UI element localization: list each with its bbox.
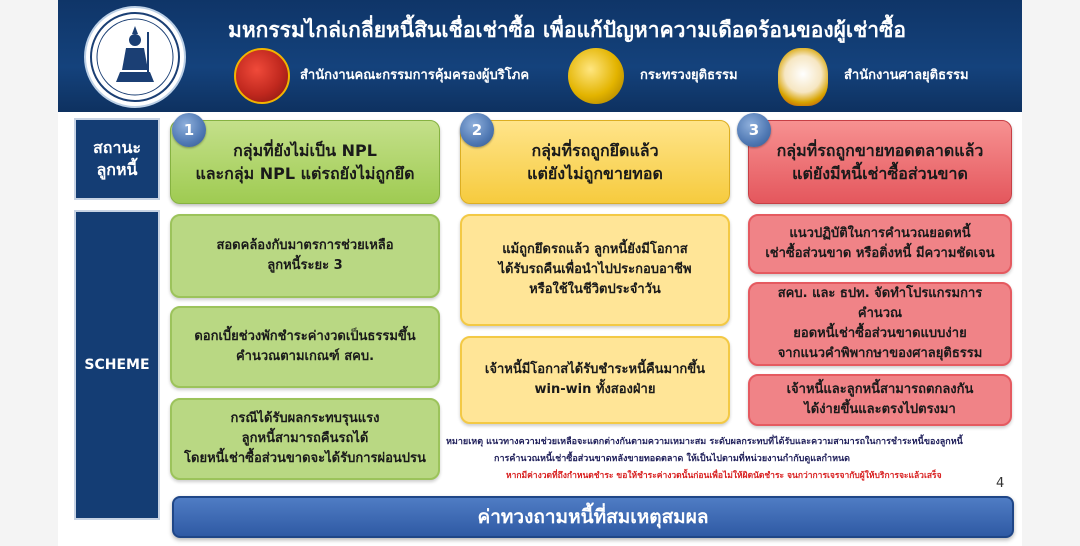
ocpb-seal-icon xyxy=(234,48,290,104)
group-1-scheme-1: สอดคล้องกับมาตรการช่วยเหลือ ลูกหนี้ระยะ … xyxy=(170,214,440,298)
status-label: สถานะ ลูกหนี้ xyxy=(74,118,160,200)
footer-banner: ค่าทวงถามหนี้ที่สมเหตุสมผล xyxy=(172,496,1014,538)
agency-name: สำนักงานคณะกรรมการคุ้มครองผู้บริโภค xyxy=(300,68,530,83)
agency-ministry-of-justice: กระทรวงยุติธรรม xyxy=(568,46,768,106)
ministry-of-justice-seal-icon xyxy=(568,48,624,104)
group-3-title: กลุ่มที่รถถูกขายทอดตลาดแล้ว แต่ยังมีหนี้… xyxy=(748,120,1012,204)
group-1-title: กลุ่มที่ยังไม่เป็น NPL และกลุ่ม NPL แต่ร… xyxy=(170,120,440,204)
agency-name: กระทรวงยุติธรรม xyxy=(640,68,738,83)
group-3-scheme-3: เจ้าหนี้และลูกหนี้สามารถตกลงกัน ได้ง่ายข… xyxy=(748,374,1012,426)
group-1-scheme-3: กรณีได้รับผลกระทบรุนแรง ลูกหนี้สามารถคืน… xyxy=(170,398,440,480)
remark-note: หมายเหตุ แนวทางความช่วยเหลือจะแตกต่างกัน… xyxy=(446,434,1020,484)
group-2-scheme-2: เจ้าหนี้มีโอกาสได้รับชำระหนี้คืนมากขึ้น … xyxy=(460,336,730,424)
header-title: มหกรรมไกล่เกลี่ยหนี้สินเชื่อเช่าซื้อ เพื… xyxy=(228,18,906,42)
group-2-title: กลุ่มที่รถถูกยึดแล้ว แต่ยังไม่ถูกขายทอด xyxy=(460,120,730,204)
group-3-number-badge: 3 xyxy=(737,113,771,147)
group-3-scheme-1: แนวปฏิบัติในการคำนวณยอดหนี้ เช่าซื้อส่วน… xyxy=(748,214,1012,274)
slide: มหกรรมไกล่เกลี่ยหนี้สินเชื่อเช่าซื้อ เพื… xyxy=(58,0,1022,546)
status-label-text: สถานะ ลูกหนี้ xyxy=(93,138,141,179)
scheme-label: SCHEME xyxy=(74,210,160,520)
agency-name: สำนักงานศาลยุติธรรม xyxy=(844,68,969,83)
group-2-scheme-1: แม้ถูกยึดรถแล้ว ลูกหนี้ยังมีโอกาส ได้รับ… xyxy=(460,214,730,326)
bank-of-thailand-logo-icon xyxy=(84,6,186,108)
group-1-number-badge: 1 xyxy=(172,113,206,147)
header-banner: มหกรรมไกล่เกลี่ยหนี้สินเชื่อเช่าซื้อ เพื… xyxy=(58,0,1022,112)
remark-line-1: หมายเหตุ แนวทางความช่วยเหลือจะแตกต่างกัน… xyxy=(446,437,963,447)
agency-office-of-courts: สำนักงานศาลยุติธรรม xyxy=(778,46,1018,106)
group-1-scheme-2: ดอกเบี้ยช่วงพักชำระค่างวดเป็นธรรมขึ้น คำ… xyxy=(170,306,440,388)
remark-line-2: การคำนวณหนี้เช่าซื้อส่วนขาดหลังขายทอดตลา… xyxy=(494,454,850,465)
office-of-courts-seal-icon xyxy=(778,48,828,106)
remark-warning-line: หากมีค่างวดที่ถึงกำหนดชำระ ขอให้ชำระค่าง… xyxy=(506,471,942,482)
agency-ocpb: สำนักงานคณะกรรมการคุ้มครองผู้บริโภค xyxy=(234,46,529,106)
page-number: 4 xyxy=(996,476,1005,491)
group-2-number-badge: 2 xyxy=(460,113,494,147)
group-3-scheme-2: สคบ. และ ธปท. จัดทำโปรแกรมการคำนวณ ยอดหน… xyxy=(748,282,1012,366)
